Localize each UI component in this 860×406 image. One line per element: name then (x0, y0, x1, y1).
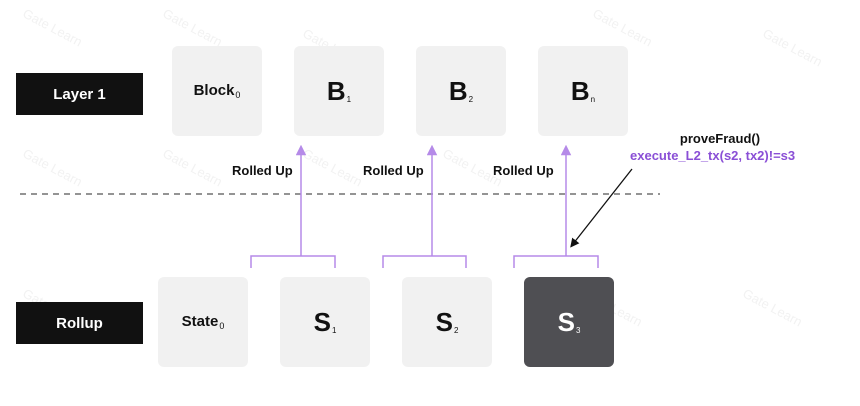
layer1-block-n: Bn (538, 46, 628, 136)
rollup-state-3-fraudulent: S3 (524, 277, 614, 367)
bracket-s3 (513, 255, 599, 268)
block-1-label: B1 (326, 75, 352, 106)
layer1-block-1: B1 (294, 46, 384, 136)
bracket-s2 (382, 255, 467, 268)
block-2-label: B2 (448, 75, 474, 106)
state-2-label: S2 (435, 306, 459, 337)
rollup-state-0: State0 (158, 277, 248, 367)
rollup-state-1: S1 (280, 277, 370, 367)
layer1-label: Layer 1 (16, 73, 143, 115)
rolled-up-label-3: Rolled Up (493, 163, 554, 178)
state-0-label: State0 (181, 313, 225, 331)
block-n-label: Bn (570, 75, 596, 106)
state-1-label: S1 (313, 306, 337, 337)
fraud-proof-arrow (570, 168, 633, 248)
rollup-state-2: S2 (402, 277, 492, 367)
rolled-up-label-2: Rolled Up (363, 163, 424, 178)
state-3-label: S3 (557, 306, 581, 337)
bracket-s1 (250, 255, 336, 268)
prove-fraud-call: proveFraud() (679, 131, 761, 146)
fraud-check-expression: execute_L2_tx(s2, tx2)!=s3 (630, 148, 796, 163)
rollup-label: Rollup (16, 302, 143, 344)
rolled-up-label-1: Rolled Up (232, 163, 293, 178)
block-0-label: Block0 (193, 82, 241, 100)
layer1-block-2: B2 (416, 46, 506, 136)
layer1-block-0: Block0 (172, 46, 262, 136)
